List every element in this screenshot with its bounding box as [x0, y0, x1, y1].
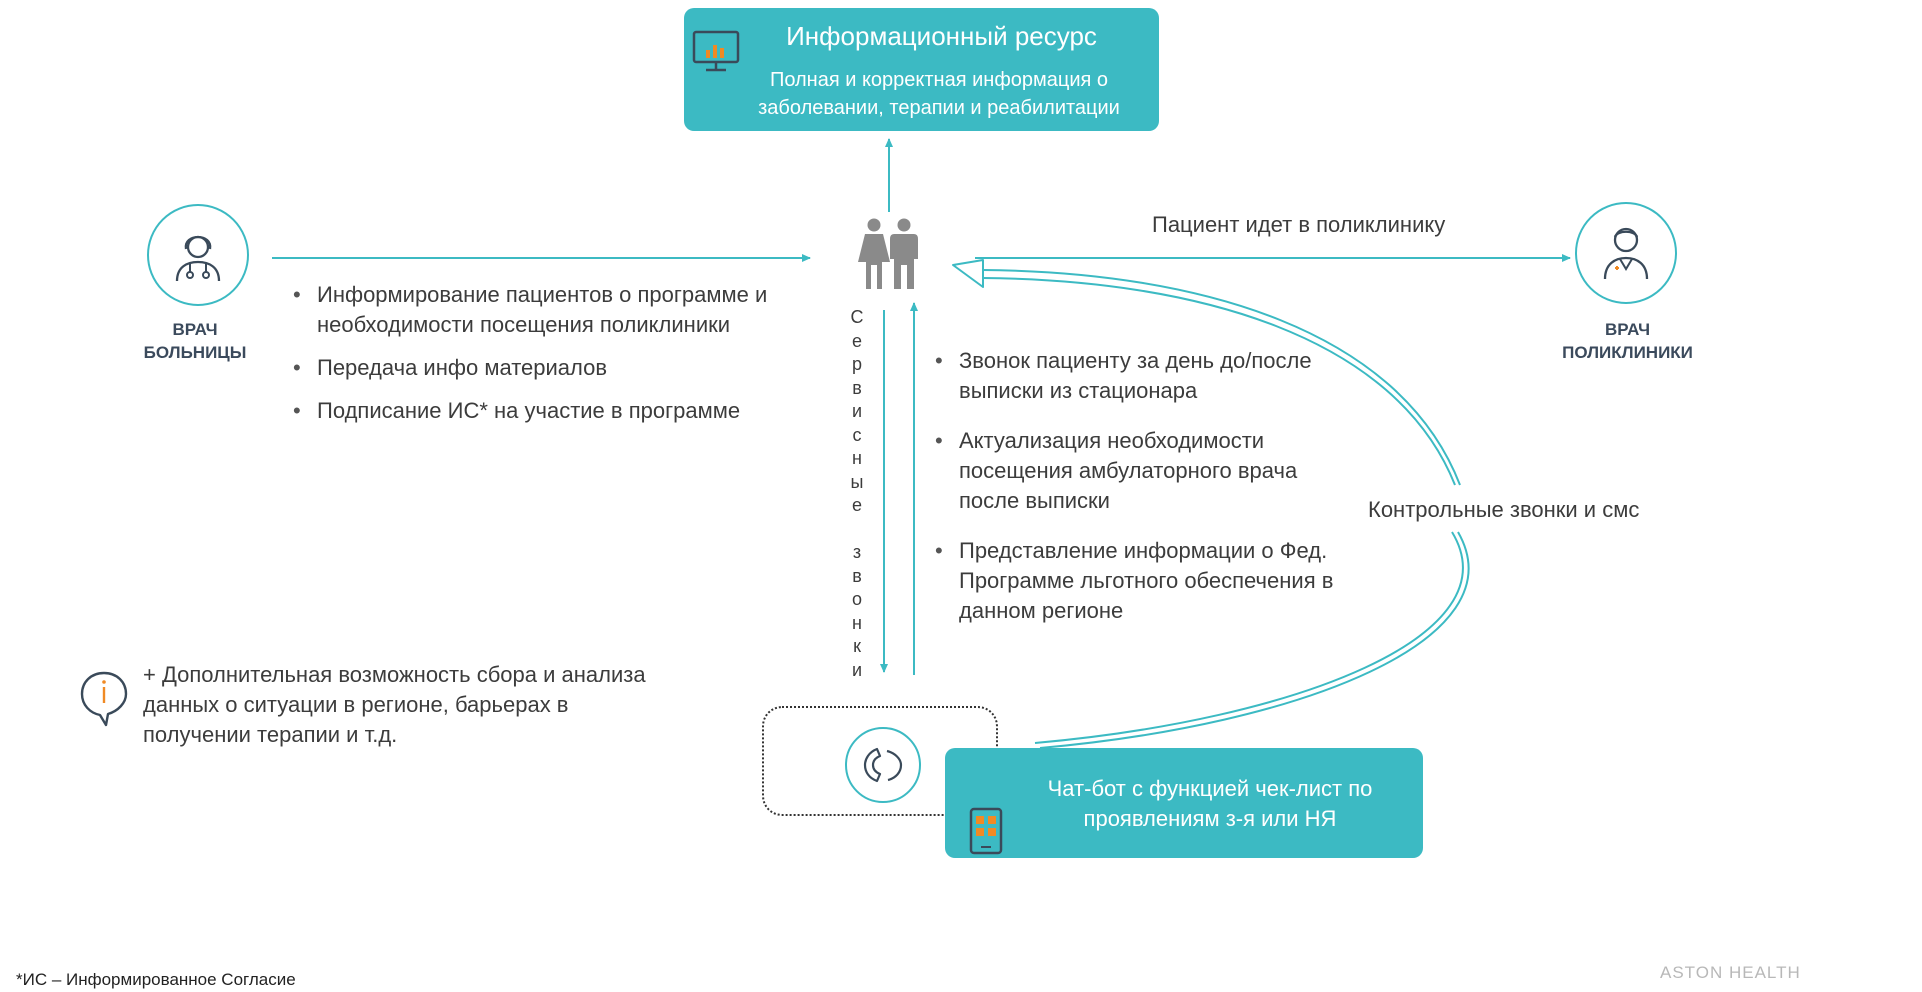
- control-calls-curve-upper-outer: [982, 269, 1461, 486]
- call-center-avatar: [845, 727, 921, 803]
- info-resource-description: Полная и корректная информация о заболев…: [758, 69, 1120, 119]
- control-calls-curve-upper-inner: [982, 277, 1456, 486]
- monitor-chart-icon: [692, 30, 740, 72]
- mobile-app-icon: [969, 807, 1003, 855]
- control-calls-curve-outer: [1039, 531, 1470, 749]
- list-item: Звонок пациенту за день до/после выписки…: [929, 346, 1349, 406]
- info-bubble-icon: [80, 671, 128, 727]
- footnote: *ИС – Информированное Согласие: [16, 970, 296, 989]
- control-calls-arrowhead: [952, 259, 984, 288]
- phone-icon: [863, 747, 903, 783]
- chatbot-text: Чат-бот с функцией чек-лист по проявлени…: [1047, 776, 1373, 831]
- patients-couple-icon: [858, 218, 918, 289]
- info-resource-title: Информационный ресурс: [786, 21, 1097, 51]
- female-doctor-icon: [175, 235, 221, 282]
- list-item: Передача инфо материалов: [287, 353, 827, 383]
- brand-logo: ASTON HEALTH: [1660, 963, 1801, 982]
- control-calls-label: Контрольные звонки и смс: [1366, 497, 1642, 523]
- hospital-doctor-avatar: [147, 204, 249, 306]
- male-doctor-icon: [1603, 227, 1649, 280]
- note-text: + Дополнительная возможность сбора и ана…: [143, 662, 646, 747]
- clinic-doctor-avatar: [1575, 202, 1677, 304]
- service-call-tasks: Звонок пациенту за день до/после выписки…: [929, 346, 1349, 646]
- patient-goes-label: Пациент идет в поликлинику: [1152, 212, 1446, 237]
- info-resource-box: Информационный ресурс Полная и корректна…: [684, 8, 1159, 131]
- control-calls-curve-inner: [1034, 531, 1464, 744]
- hospital-doctor-label: ВРАЧ БОЛЬНИЦЫ: [143, 320, 247, 362]
- chatbot-box: Чат-бот с функцией чек-лист по проявлени…: [945, 748, 1423, 858]
- list-item: Информирование пациентов о программе и н…: [287, 280, 827, 340]
- list-item: Актуализация необходимости посещения амб…: [929, 426, 1349, 516]
- list-item: Подписание ИС* на участие в программе: [287, 396, 827, 426]
- clinic-doctor-label: ВРАЧ ПОЛИКЛИНИКИ: [1562, 320, 1693, 362]
- list-item: Представление информации о Фед. Программ…: [929, 536, 1349, 626]
- hospital-doctor-tasks: Информирование пациентов о программе и н…: [287, 280, 827, 439]
